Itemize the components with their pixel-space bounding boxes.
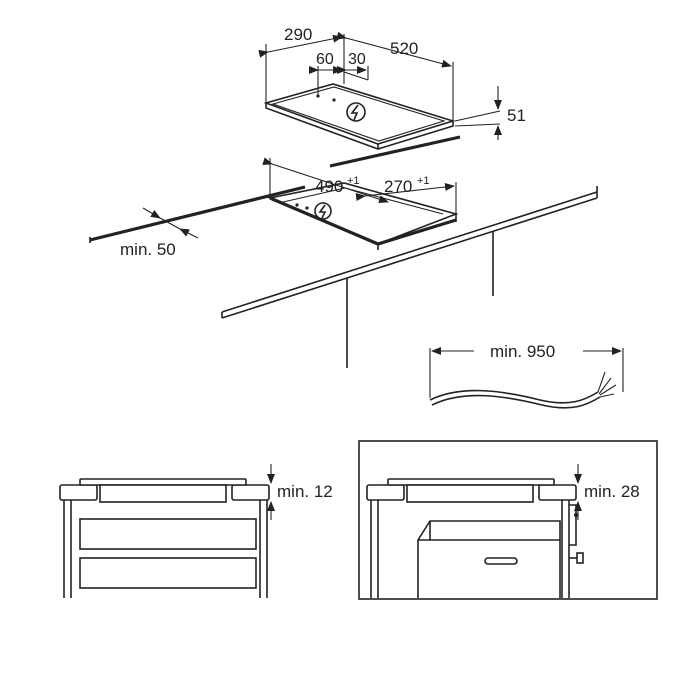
- min-950-label: min. 950: [490, 342, 555, 361]
- power-cable: min. 950: [429, 342, 624, 409]
- dim-60-label: 60: [316, 51, 334, 68]
- min-12-label: min. 12: [277, 482, 333, 501]
- oven-installation: min. 28: [358, 440, 658, 600]
- power-lightning-icon: [346, 102, 366, 122]
- dim-270-tolerance: +1: [417, 175, 430, 187]
- dim-control-offsets: 60 30: [309, 51, 369, 96]
- drawer-installation: min. 12: [59, 464, 333, 598]
- dim-30-label: 30: [348, 51, 366, 68]
- hob-unit: [263, 83, 456, 150]
- dim-cutout-depth: 270 +1: [355, 175, 457, 214]
- dim-51-label: 51: [507, 106, 526, 125]
- dim-490-label: 490: [315, 177, 343, 196]
- dim-hob-height: 51: [454, 86, 526, 140]
- dim-270-label: 270: [384, 177, 412, 196]
- dim-min-rear-gap: min. 50: [120, 207, 199, 259]
- dim-290-label: 290: [284, 25, 312, 44]
- dim-520-label: 520: [390, 39, 418, 58]
- dim-490-tolerance: +1: [347, 175, 360, 187]
- worktop: [89, 135, 598, 368]
- min-28-label: min. 28: [584, 482, 640, 501]
- dim-hob-width: 520: [336, 31, 454, 121]
- worktop-cutout: [267, 182, 459, 250]
- min-50-label: min. 50: [120, 240, 176, 259]
- power-lightning-icon: [314, 202, 332, 220]
